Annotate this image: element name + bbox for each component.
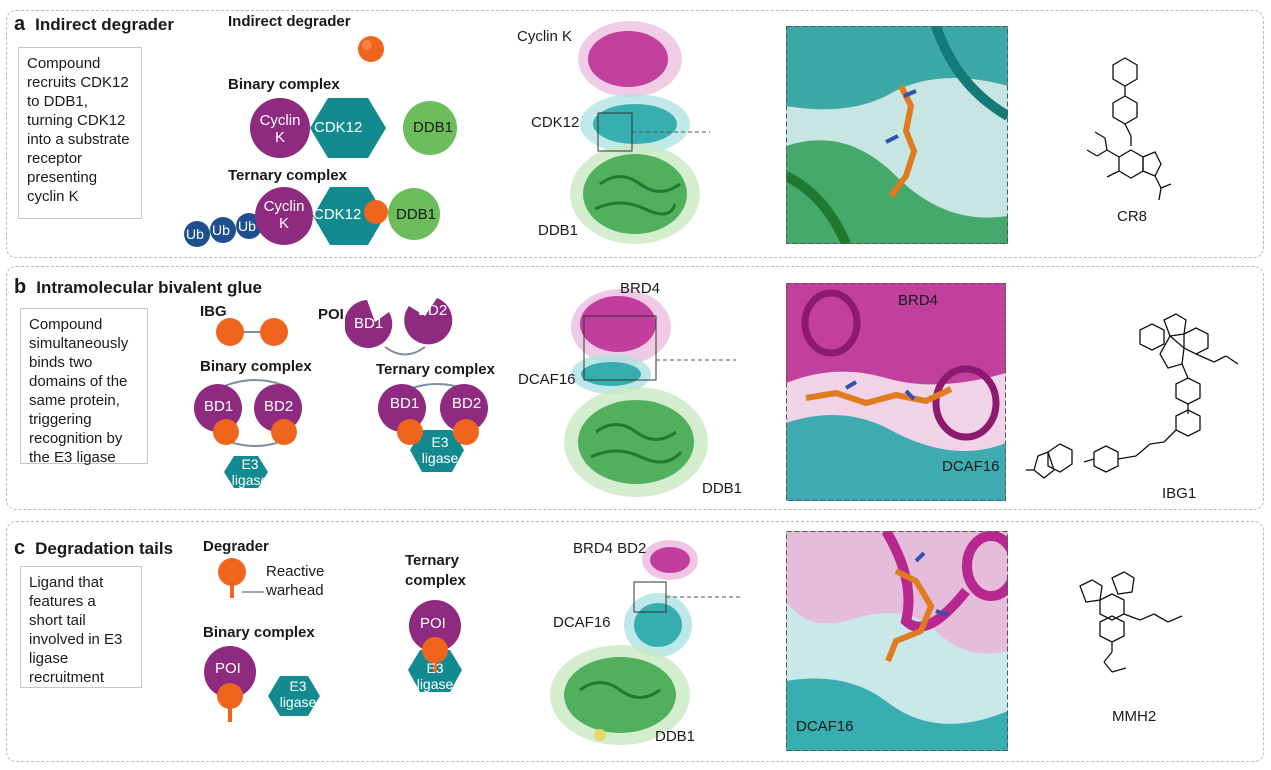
b-binary-label: Binary complex xyxy=(200,358,312,375)
c-zoom-view xyxy=(786,531,1008,751)
a-zoom-view xyxy=(786,26,1008,244)
b-poi-bd2: BD2 xyxy=(418,302,448,319)
b-ibg-shape xyxy=(216,318,288,346)
a-binary-cdk12: CDK12 xyxy=(314,119,363,136)
b-compound-name: IBG1 xyxy=(1162,485,1197,502)
c-struct-brd4bd2-label: BRD4 BD2 xyxy=(573,540,647,557)
a-protein-structure xyxy=(570,21,710,244)
b-ternary-bd1: BD1 xyxy=(390,395,420,412)
a-ternary-ddb1: DDB1 xyxy=(396,206,437,223)
a-binary-label: Binary complex xyxy=(228,76,340,93)
b-binary-complex xyxy=(194,379,302,488)
b-struct-ddb1-label: DDB1 xyxy=(702,480,743,497)
a-struct-cdk12-label: CDK12 xyxy=(531,114,580,131)
b-binary-bd1: BD1 xyxy=(204,398,234,415)
b-zoom-brd4-label: BRD4 xyxy=(898,292,939,309)
a-ub-2: Ub xyxy=(212,222,230,238)
a-ternary-complex xyxy=(184,187,440,247)
b-struct-brd4-label: BRD4 xyxy=(620,280,661,297)
c-protein-structure xyxy=(550,540,740,745)
a-struct-cyclin-label: Cyclin K xyxy=(517,28,573,45)
c-struct-dcaf16-label: DCAF16 xyxy=(553,614,611,631)
b-ibg-label: IBG xyxy=(200,303,227,320)
c-struct-ddb1-label: DDB1 xyxy=(655,728,696,745)
a-compound-name: CR8 xyxy=(1117,208,1148,225)
b-poi-label: POI xyxy=(318,306,344,323)
panel-a-description: Compound recruits CDK12 to DDB1, turning… xyxy=(18,47,142,219)
a-struct-ddb1-label: DDB1 xyxy=(538,222,579,239)
c-zoom-dcaf16-label: DCAF16 xyxy=(796,718,854,735)
panel-a xyxy=(6,10,1264,258)
a-ub-3: Ub xyxy=(238,218,256,234)
b-compound-structure xyxy=(1026,313,1239,479)
a-ternary-cdk12: CDK12 xyxy=(313,206,362,223)
c-ternary-complex xyxy=(408,600,462,692)
panel-b-description: Compound simultaneously binds two domain… xyxy=(20,308,148,466)
a-degrader-label: Indirect degrader xyxy=(228,13,351,30)
c-binary-poi: POI xyxy=(215,660,241,677)
b-binary-bd2: BD2 xyxy=(264,398,294,415)
a-binary-complex xyxy=(250,98,457,158)
b-ternary-complex xyxy=(378,383,488,472)
b-protein-structure xyxy=(564,289,736,497)
a-compound-structure xyxy=(1086,57,1172,201)
a-degrader-ball xyxy=(358,36,384,62)
a-binary-ddb1: DDB1 xyxy=(413,119,454,136)
c-degrader-shape xyxy=(218,558,264,598)
b-zoom-dcaf16-label: DCAF16 xyxy=(942,458,1000,475)
b-ternary-bd2: BD2 xyxy=(452,395,482,412)
c-degrader-label: Degrader xyxy=(203,538,269,555)
panel-b xyxy=(6,266,1264,510)
panel-c-description: Ligand that features a short tail involv… xyxy=(20,566,142,688)
a-ub-1: Ub xyxy=(186,226,204,242)
c-compound-structure xyxy=(1079,571,1183,673)
c-ternary-poi: POI xyxy=(420,615,446,632)
b-poi-shape xyxy=(345,298,453,356)
a-ternary-label: Ternary complex xyxy=(228,167,347,184)
b-poi-bd1: BD1 xyxy=(354,315,384,332)
b-struct-dcaf16-label: DCAF16 xyxy=(518,371,576,388)
panel-c xyxy=(6,521,1264,762)
c-binary-complex xyxy=(204,646,320,722)
b-zoom-view xyxy=(786,283,1006,501)
b-ternary-label: Ternary complex xyxy=(376,361,495,378)
c-compound-name: MMH2 xyxy=(1112,708,1157,725)
c-binary-label: Binary complex xyxy=(203,624,315,641)
